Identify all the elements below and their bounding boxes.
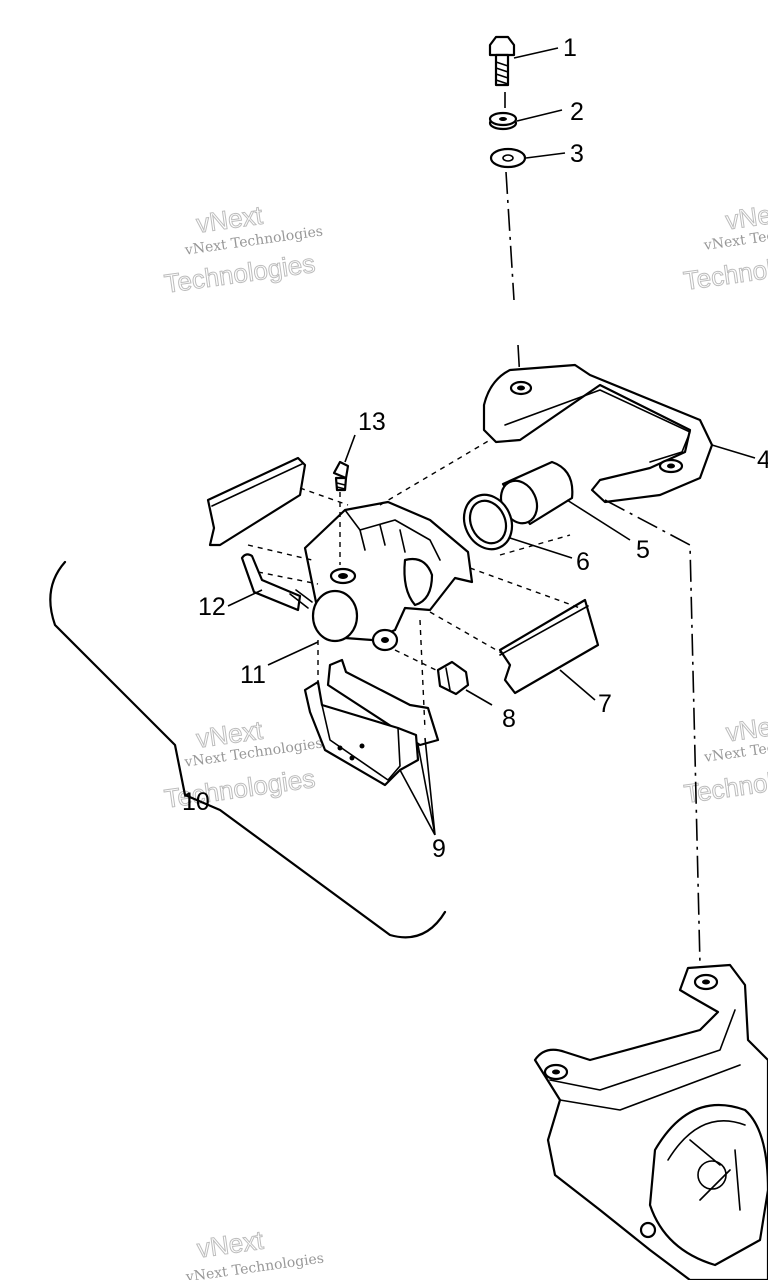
assembly-lines [247, 439, 701, 966]
part-caliper-body [303, 500, 474, 652]
callout-6: 6 [576, 548, 590, 576]
callout-3: 3 [570, 140, 584, 168]
watermark-bottom: vNext vNext Technologies [184, 1224, 325, 1280]
callout-1: 1 [563, 34, 577, 62]
callout-9: 9 [432, 835, 446, 863]
part-pad-shim-lower [498, 598, 600, 695]
part-mounting-frame [533, 963, 768, 1280]
watermark-top-left: vNext vNext Technologies Technologies [162, 199, 324, 299]
svg-text:Technologies: Technologies [682, 245, 768, 296]
svg-text:vNext: vNext [195, 1225, 266, 1264]
callout-4: 4 [757, 446, 768, 474]
callout-2: 2 [570, 98, 584, 126]
leader-lines [227, 47, 756, 836]
part-pad-shim-upper [206, 456, 307, 547]
watermark-top-right: vNext vNext Technologies Technologies [681, 196, 768, 296]
part-bolt [488, 35, 516, 87]
callout-10: 10 [182, 788, 210, 816]
callout-8: 8 [502, 705, 516, 733]
callout-11: 11 [240, 661, 266, 689]
part-brake-pads [303, 658, 440, 787]
part-hose-fitting [240, 553, 313, 612]
part-flat-washer [489, 147, 527, 169]
callout-12: 12 [198, 593, 226, 621]
callout-13: 13 [358, 408, 386, 436]
part-outline-boundary [49, 560, 447, 939]
part-nut [436, 660, 470, 696]
callout-7: 7 [598, 690, 612, 718]
axis-line-bolt [504, 92, 521, 381]
watermark-mid-right: vNext vNext Technologies Technologies [682, 708, 768, 809]
part-seal-ring [462, 493, 514, 551]
callout-5: 5 [636, 536, 650, 564]
part-bleeder-screw [332, 460, 350, 492]
watermark-mid-left: vNext vNext Technologies Technologies [162, 714, 324, 814]
part-lock-washer [488, 111, 518, 131]
part-caliper-bracket [482, 363, 714, 504]
